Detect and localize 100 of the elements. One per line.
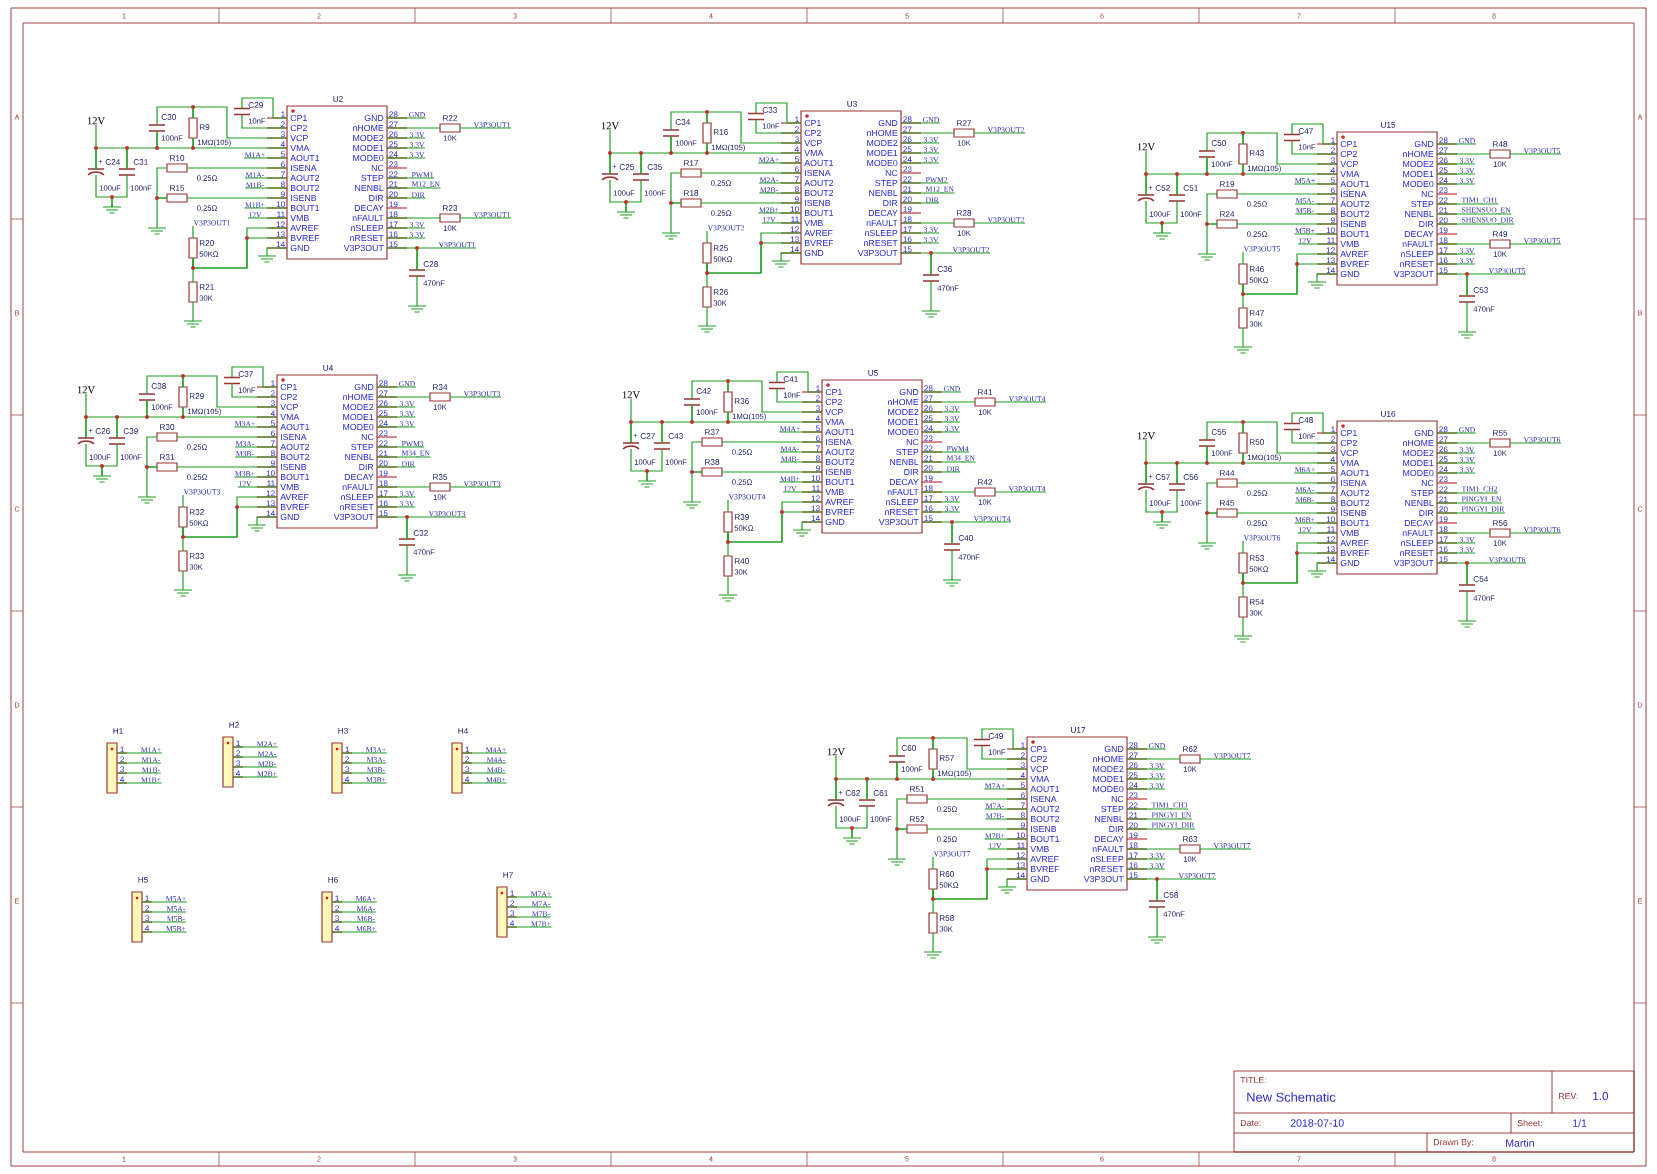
pin-number: 16 (1439, 546, 1448, 553)
wire (1294, 492, 1338, 494)
wire (900, 242, 940, 244)
wire (1436, 452, 1476, 454)
pin-number: 9 (1021, 822, 1025, 829)
ground-symbol (1152, 232, 1172, 240)
designator: C55 (1211, 429, 1226, 435)
pin-number: 11 (277, 211, 285, 218)
pin-number: 10 (1016, 832, 1025, 839)
pin-name: nSLEEP (886, 498, 919, 506)
pin-name: MODE1 (353, 144, 384, 152)
wire (376, 416, 416, 418)
pin-number: 21 (1129, 812, 1138, 819)
ground-symbol (1152, 521, 1172, 529)
pin-name: GND (1340, 270, 1360, 278)
pin-number: 5 (1330, 466, 1335, 473)
wire (234, 456, 278, 458)
wire (192, 227, 288, 269)
designator: C38 (151, 383, 166, 389)
wire (386, 237, 426, 239)
designator: R30 (160, 424, 175, 430)
pin-name: GND (354, 383, 374, 391)
pin-name: STEP (875, 179, 898, 187)
pin-name: AVREF (1030, 856, 1059, 863)
pin-number: 15 (379, 510, 388, 517)
wire (1206, 193, 1218, 225)
pin-number: 25 (1439, 167, 1448, 174)
pin-number: 16 (1129, 862, 1138, 869)
designator: R56 (1493, 520, 1508, 526)
pin-name: nRESET (864, 239, 898, 247)
pin-number: 7 (281, 171, 285, 178)
wire (116, 772, 162, 774)
pin-name: NENBL (869, 190, 898, 197)
wire (926, 828, 1028, 830)
pin-name: nRESET (885, 508, 919, 516)
wire (1236, 512, 1338, 514)
wire (1242, 163, 1338, 175)
pin-name: BOUT2 (280, 453, 310, 461)
pin-number: 4 (1330, 456, 1335, 463)
pin-number: 15 (903, 246, 912, 253)
designator: C41 (783, 376, 798, 382)
designator: C52 (1155, 185, 1170, 191)
pin-name: VMB (1030, 846, 1049, 853)
pin-number: 19 (1439, 227, 1448, 234)
pin-name: BOUT2 (1340, 210, 1370, 218)
pin-name: nFAULT (887, 488, 919, 496)
pin-name: VCP (1340, 449, 1358, 457)
wire (609, 152, 642, 175)
pin-name: CP2 (1340, 439, 1357, 447)
pin-number: 2 (281, 121, 285, 128)
ground-symbol (407, 305, 427, 313)
pin-name: AOUT1 (1340, 469, 1370, 477)
wire (1466, 562, 1527, 586)
pin-number: 14 (790, 246, 799, 253)
pin-number: 14 (1016, 872, 1025, 879)
pin-number: 13 (811, 505, 820, 512)
pin-name: BVREF (825, 509, 855, 516)
pin-number: 1 (335, 895, 339, 902)
wire (921, 501, 961, 503)
pin-number: 2 (795, 126, 799, 133)
pin-name: V3P3OUT (1083, 875, 1124, 883)
designator: R36 (734, 398, 749, 404)
pin-number: 26 (1439, 157, 1448, 164)
wire (932, 858, 1028, 900)
wire (1242, 327, 1244, 348)
pin-name: nFAULT (1092, 845, 1124, 853)
wire (386, 157, 426, 159)
wire (1126, 788, 1166, 790)
wire (1436, 512, 1506, 514)
pin-name: V3P3OUT (878, 518, 919, 526)
pin-name: BOUT2 (804, 189, 834, 197)
power-label: 12V (1137, 432, 1155, 440)
pin-name: BOUT1 (1030, 835, 1060, 843)
wire (146, 436, 158, 468)
designator: U3 (847, 100, 857, 107)
pin-number: 6 (795, 166, 799, 173)
wire (186, 197, 288, 199)
designator: R32 (189, 509, 204, 515)
pin-number: 5 (815, 425, 820, 432)
wire (192, 106, 288, 139)
wire (1436, 432, 1477, 434)
pin-name: CP2 (1340, 150, 1357, 158)
wire (1436, 163, 1476, 165)
pin-number: 6 (281, 161, 285, 168)
wire (801, 521, 823, 531)
pin-name: nRESET (340, 503, 374, 511)
wire (232, 766, 278, 768)
pin-number: 16 (379, 500, 388, 507)
wire (256, 516, 278, 526)
wire (1242, 452, 1338, 464)
wire (1199, 848, 1252, 850)
wire (625, 179, 642, 213)
designator: R45 (1220, 500, 1235, 506)
wire (1436, 153, 1491, 155)
ground-symbol (682, 501, 702, 509)
ground-symbol (997, 886, 1017, 894)
wire (146, 466, 158, 498)
wire (779, 461, 823, 463)
wire (932, 932, 934, 953)
title-field: Sheet: (1517, 1119, 1542, 1127)
